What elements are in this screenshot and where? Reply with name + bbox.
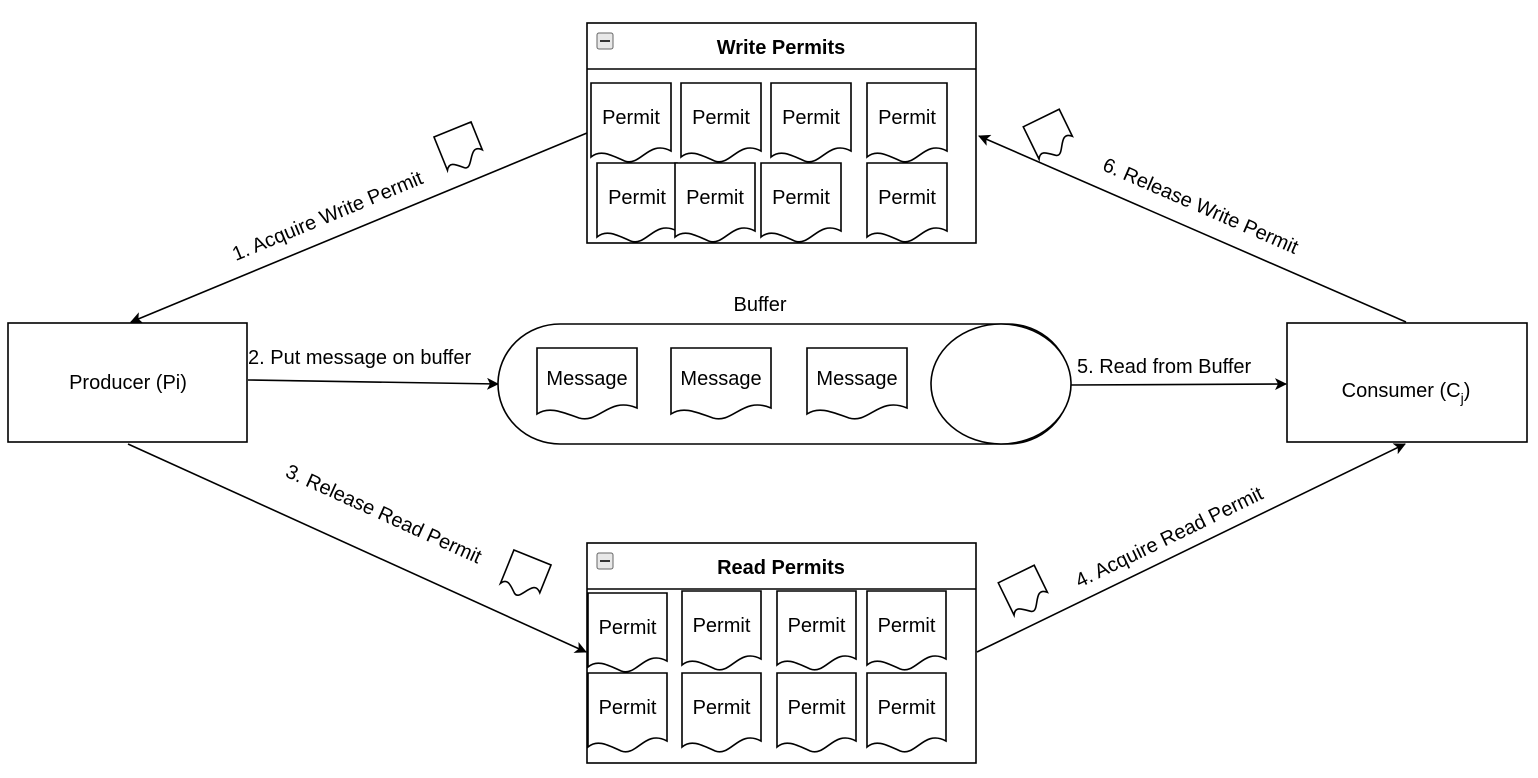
edge-label-read-buffer: 5. Read from Buffer bbox=[1077, 356, 1252, 378]
buffer-message: Message bbox=[536, 347, 638, 420]
read-permit-label: Permit bbox=[788, 615, 846, 637]
write-permit-label: Permit bbox=[686, 187, 744, 209]
document-icon bbox=[866, 162, 948, 243]
read-permit-label: Permit bbox=[599, 617, 657, 639]
document-icon bbox=[674, 162, 756, 243]
edge-acquire-read bbox=[976, 443, 1406, 653]
edge-put-message bbox=[247, 377, 499, 390]
write-permit-label: Permit bbox=[878, 187, 936, 209]
write-permit: Permit bbox=[866, 82, 948, 163]
edge-document-icons bbox=[432, 108, 1074, 619]
document-icon bbox=[866, 590, 947, 671]
document-icon bbox=[776, 590, 857, 671]
edge-release-write bbox=[978, 134, 1407, 323]
write-permits-title: Write Permits bbox=[717, 37, 846, 59]
document-icon bbox=[776, 672, 857, 753]
edge-label-acquire-read: 4. Acquire Read Permit bbox=[1072, 483, 1267, 593]
read-permit: Permit bbox=[776, 672, 857, 753]
buffer-messages: Message Message Message bbox=[536, 347, 908, 420]
write-permit: Permit bbox=[760, 162, 842, 243]
read-permit: Permit bbox=[866, 590, 947, 671]
buffer-message: Message bbox=[806, 347, 908, 420]
write-permit: Permit bbox=[590, 82, 672, 163]
edge-label-release-read: 3. Release Read Permit bbox=[282, 461, 485, 569]
read-permit: Permit bbox=[681, 672, 762, 753]
write-permit: Permit bbox=[674, 162, 756, 243]
consumer-node[interactable]: Consumer (Cj) bbox=[1286, 322, 1528, 443]
write-permit-label: Permit bbox=[878, 107, 936, 129]
read-permit-label: Permit bbox=[878, 615, 936, 637]
document-icon bbox=[432, 120, 484, 174]
document-icon bbox=[596, 162, 678, 243]
buffer-message-label: Message bbox=[816, 368, 897, 390]
document-icon bbox=[670, 347, 772, 420]
document-icon bbox=[681, 672, 762, 753]
producer-label: Producer (Pi) bbox=[69, 372, 187, 394]
read-permit: Permit bbox=[681, 590, 762, 671]
read-permit-label: Permit bbox=[878, 697, 936, 719]
edge-acquire-write bbox=[130, 132, 588, 324]
document-icon bbox=[997, 564, 1049, 619]
write-permit-label: Permit bbox=[772, 187, 830, 209]
write-permit: Permit bbox=[596, 162, 678, 243]
document-icon bbox=[866, 672, 947, 753]
read-permit: Permit bbox=[776, 590, 857, 671]
document-icon bbox=[536, 347, 638, 420]
read-permit: Permit bbox=[587, 592, 668, 673]
document-icon bbox=[681, 590, 762, 671]
write-permit: Permit bbox=[680, 82, 762, 163]
document-icon bbox=[590, 82, 672, 163]
buffer-message-label: Message bbox=[680, 368, 761, 390]
connectors bbox=[127, 132, 1407, 653]
write-permit-label: Permit bbox=[692, 107, 750, 129]
buffer-node[interactable]: Buffer Message Message Message bbox=[497, 294, 1072, 445]
document-icon bbox=[866, 82, 948, 163]
consumer-label: Consumer (Cj) bbox=[1342, 380, 1471, 406]
document-icon bbox=[760, 162, 842, 243]
collapse-icon[interactable] bbox=[596, 552, 614, 570]
write-permit-label: Permit bbox=[782, 107, 840, 129]
document-icon bbox=[587, 672, 668, 753]
write-permit-label: Permit bbox=[602, 107, 660, 129]
edge-release-read bbox=[127, 443, 587, 653]
edge-label-acquire-write: 1. Acquire Write Permit bbox=[229, 167, 426, 266]
document-icon bbox=[498, 548, 553, 596]
edge-label-put-message: 2. Put message on buffer bbox=[248, 347, 471, 369]
document-icon bbox=[587, 592, 668, 673]
buffer-title: Buffer bbox=[734, 294, 787, 316]
edge-read-buffer bbox=[1069, 378, 1287, 391]
read-permit: Permit bbox=[587, 672, 668, 753]
write-permit-label: Permit bbox=[608, 187, 666, 209]
buffer-message: Message bbox=[670, 347, 772, 420]
read-permit: Permit bbox=[866, 672, 947, 753]
collapse-icon[interactable] bbox=[596, 32, 614, 50]
read-permit-label: Permit bbox=[788, 697, 846, 719]
document-icon bbox=[680, 82, 762, 163]
read-permit-label: Permit bbox=[599, 697, 657, 719]
write-permit: Permit bbox=[866, 162, 948, 243]
document-icon bbox=[806, 347, 908, 420]
document-icon bbox=[1022, 108, 1074, 163]
edge-label-release-write: 6. Release Write Permit bbox=[1099, 154, 1301, 259]
read-permit-label: Permit bbox=[693, 697, 751, 719]
producer-node[interactable]: Producer (Pi) bbox=[7, 322, 248, 443]
document-icon bbox=[770, 82, 852, 163]
read-permits-title: Read Permits bbox=[717, 557, 845, 579]
read-permit-label: Permit bbox=[693, 615, 751, 637]
buffer-message-label: Message bbox=[546, 368, 627, 390]
write-permit: Permit bbox=[770, 82, 852, 163]
